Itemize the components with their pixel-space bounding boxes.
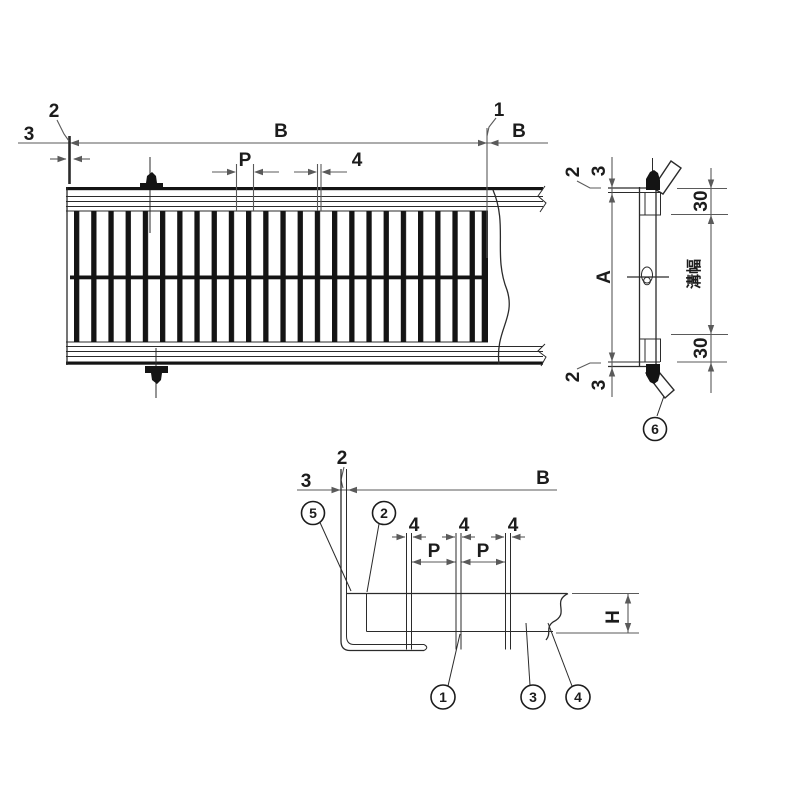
plan-bottom-edge: [66, 361, 543, 365]
callout-badge-3: [520, 684, 546, 710]
dim-label-bar-thickness: 4: [352, 150, 363, 171]
plan-top-edge: [66, 187, 543, 191]
end-plate-outer: [340, 469, 424, 652]
clip-bottom: [145, 366, 168, 384]
section-cross-bars: [406, 533, 511, 650]
dim-label-channel-width: 溝幅: [685, 259, 703, 289]
dim-label-bar4-1: 4: [409, 515, 420, 536]
dim-label-end-gap: 3: [24, 124, 35, 145]
dim-label-pitch-2: P: [477, 541, 490, 562]
break-line: [492, 189, 510, 365]
callout-4: 4: [574, 689, 582, 705]
callout-6: 6: [651, 421, 659, 437]
dim-label-sec-b: B: [536, 468, 550, 489]
dim-label-pitch: P: [239, 150, 252, 171]
dim-label-side-top-plate: 2: [563, 167, 584, 178]
side-view: 6 3 2 A 2 3 30 溝幅 30: [563, 157, 728, 442]
plan-view: 3 2 B 1 B P 4: [18, 100, 548, 398]
callout-2: 2: [380, 505, 388, 521]
callout-badge-4: [565, 684, 591, 710]
dim-label-bar4-3: 4: [508, 515, 519, 536]
callout-label-1: 1: [494, 100, 505, 121]
dim-label-sec-plate: 2: [337, 448, 348, 469]
dim-label-width-a: A: [594, 270, 615, 284]
dim-label-side-top-gap: 3: [589, 166, 610, 177]
dim-label-lap-top: 30: [691, 190, 712, 211]
end-plate-inner: [346, 469, 424, 645]
cross-bar-line: [70, 275, 488, 280]
bolt-top: [646, 170, 660, 190]
dim-label-pitch-1: P: [428, 541, 441, 562]
dim-label-next-b: B: [512, 121, 526, 142]
section-break-line: [545, 592, 569, 641]
bolt-bottom: [646, 364, 660, 384]
callout-3: 3: [529, 689, 537, 705]
dim-label-bar4-2: 4: [459, 515, 470, 536]
dim-label-plate: 2: [49, 101, 60, 122]
callout-badge-2: [371, 500, 397, 526]
dim-label-side-bottom-gap: 3: [589, 380, 610, 391]
section-view: 3 2 B 4 4 4: [297, 448, 639, 710]
dim-label-height-h: H: [603, 610, 624, 624]
callout-badge-5: [300, 500, 326, 526]
callout-1: 1: [439, 689, 447, 705]
dim-label-side-bottom-plate: 2: [563, 372, 584, 383]
callout-badge-1: [430, 684, 456, 710]
clip-top: [140, 172, 163, 190]
dim-label-lap-bottom: 30: [691, 337, 712, 358]
callout-5: 5: [309, 505, 317, 521]
dim-label-length-b: B: [274, 121, 288, 142]
callout-badge-6: [642, 416, 668, 442]
dim-label-sec-end-gap: 3: [301, 471, 312, 492]
